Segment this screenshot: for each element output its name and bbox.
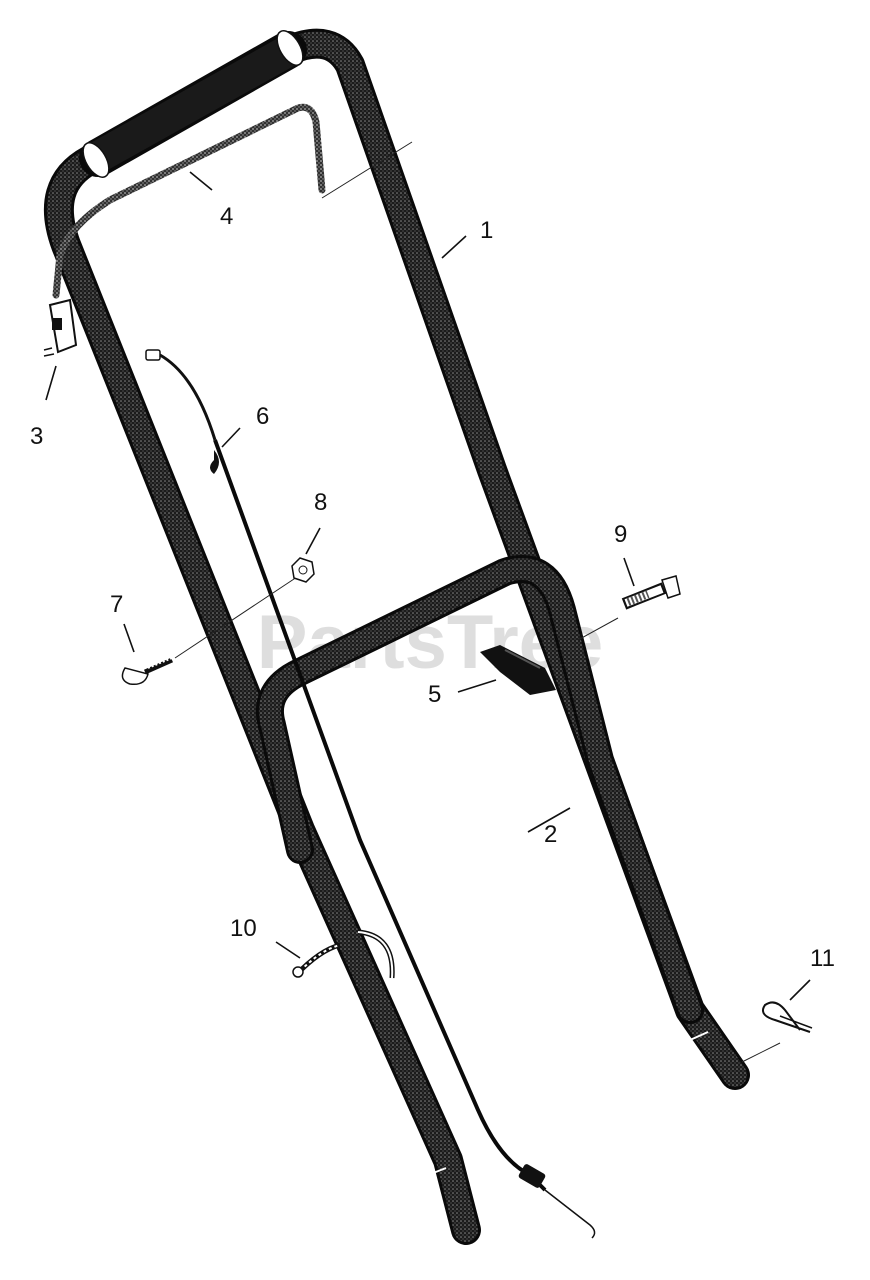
callout-10: 10: [230, 915, 257, 942]
control-cable: [145, 349, 596, 1239]
cable-tie-part-10: [292, 929, 395, 979]
callout-5: 5: [428, 681, 441, 708]
control-bail-wire: [52, 103, 413, 299]
callout-11: 11: [810, 945, 835, 972]
callout-labels: 1 2 3 4 5 6 7 8 9 10 11: [30, 203, 835, 972]
switch-part: [43, 298, 78, 357]
callout-7: 7: [110, 591, 123, 618]
callout-1: 1: [480, 217, 493, 244]
nut-part-8: [291, 557, 315, 583]
hairpin-clip-part-11: [741, 1001, 813, 1063]
callout-4: 4: [220, 203, 233, 230]
callout-2: 2: [544, 821, 557, 848]
knob-part-5: [480, 645, 556, 695]
bolt-part-9: [577, 575, 681, 641]
callout-6: 6: [256, 403, 269, 430]
upper-handle-part: [43, 28, 750, 1245]
lower-handle-part: [255, 555, 704, 1024]
callout-8: 8: [314, 489, 327, 516]
bolt-part-7: [121, 574, 301, 686]
callout-9: 9: [614, 521, 627, 548]
callout-3: 3: [30, 423, 43, 450]
leader-lines: [45, 171, 811, 1001]
